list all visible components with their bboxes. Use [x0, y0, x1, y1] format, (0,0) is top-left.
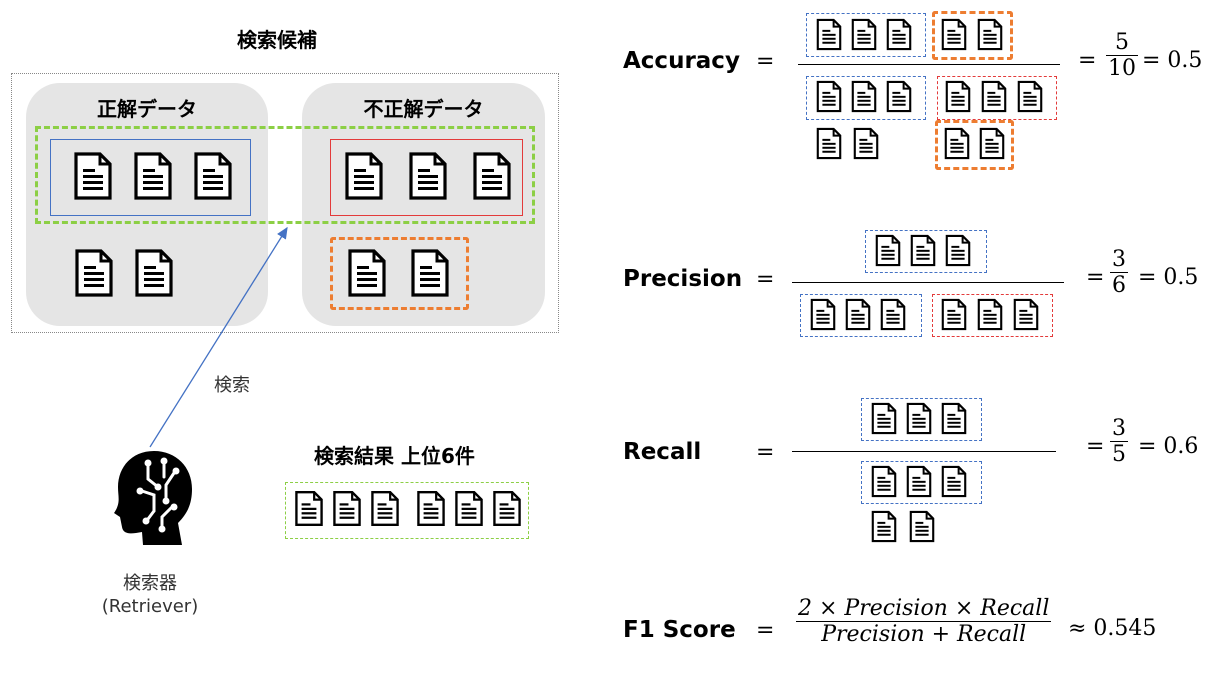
document-icon: [976, 18, 1004, 51]
document-icon: [940, 298, 968, 331]
document-icon: [874, 234, 902, 267]
candidates-frame: [11, 73, 559, 333]
accuracy-equals: =: [756, 49, 775, 74]
document-icon: [815, 18, 843, 51]
accuracy-numerator: 5: [1115, 30, 1129, 55]
accuracy-den-correct-box: [806, 76, 926, 120]
correct-pool-label: 正解データ: [97, 97, 197, 121]
recall-label: Recall: [623, 439, 702, 465]
document-icon: [416, 490, 446, 527]
recall-equals: =: [756, 440, 775, 465]
precision-num-box: [865, 230, 987, 273]
recall-numerator: 3: [1112, 416, 1126, 441]
accuracy-den-incorrect-box: [937, 76, 1057, 120]
f1-denominator: Precision + Recall: [821, 622, 1027, 647]
f1-equals: =: [756, 618, 775, 643]
f1-numerator: 2 × Precision × Recall: [798, 596, 1050, 621]
document-icon: [940, 18, 968, 51]
document-icon: [978, 127, 1006, 160]
recall-value: = 0.6: [1138, 434, 1199, 459]
results-box: [285, 482, 529, 539]
retrieved-set-box: [35, 126, 535, 224]
document-icon: [850, 18, 878, 51]
document-icon: [815, 127, 843, 160]
precision-fraction-bar: [792, 282, 1064, 283]
accuracy-value: = 0.5: [1142, 48, 1203, 73]
retriever-sublabel: (Retriever): [101, 596, 199, 617]
precision-den-incorrect-box: [932, 294, 1053, 337]
document-icon: [940, 402, 968, 435]
search-arrow-label: 検索: [214, 375, 250, 396]
document-icon: [905, 402, 933, 435]
document-icon: [909, 234, 937, 267]
brain-head-icon: [114, 451, 192, 545]
document-icon: [885, 18, 913, 51]
document-icon: [332, 490, 362, 527]
document-icon: [1012, 298, 1040, 331]
precision-label: Precision: [623, 266, 743, 292]
recall-fraction-bar: [792, 451, 1056, 452]
document-icon: [1016, 80, 1044, 113]
document-icon: [370, 490, 400, 527]
document-icon: [905, 465, 933, 498]
document-icon: [870, 465, 898, 498]
f1-value: ≈ 0.545: [1068, 616, 1157, 641]
document-icon: [492, 490, 522, 527]
results-title: 検索結果 上位6件: [314, 444, 475, 468]
precision-denominator: 6: [1112, 273, 1126, 298]
document-icon: [844, 298, 872, 331]
f1-label: F1 Score: [623, 617, 736, 643]
correct-retrieved-box: [50, 139, 251, 216]
document-icon: [870, 402, 898, 435]
document-icon: [879, 298, 907, 331]
precision-den-correct-box: [800, 294, 922, 337]
accuracy-num-correct-box: [806, 13, 926, 57]
document-icon: [908, 510, 936, 543]
retriever-label: 検索器: [123, 573, 177, 594]
accuracy-num-incorrect-box: [932, 11, 1013, 60]
accuracy-denominator: 10: [1108, 56, 1136, 81]
incorrect-retrieved-box: [330, 139, 523, 216]
incorrect-unretrieved-box: [330, 237, 469, 310]
accuracy-fraction-bar: [798, 64, 1060, 65]
accuracy-den-unretrieved-box: [935, 120, 1014, 170]
recall-denominator: 5: [1112, 442, 1126, 467]
document-icon: [944, 80, 972, 113]
precision-equals: =: [756, 267, 775, 292]
accuracy-label: Accuracy: [623, 48, 740, 74]
document-icon: [850, 80, 878, 113]
document-icon: [976, 298, 1004, 331]
document-icon: [943, 127, 971, 160]
document-icon: [885, 80, 913, 113]
document-icon: [940, 465, 968, 498]
document-icon: [870, 510, 898, 543]
document-icon: [454, 490, 484, 527]
document-icon: [809, 298, 837, 331]
precision-numerator: 3: [1112, 247, 1126, 272]
recall-den-box: [861, 461, 982, 504]
document-icon: [852, 127, 880, 160]
candidates-title: 検索候補: [237, 28, 317, 52]
incorrect-pool-label: 不正解データ: [363, 97, 484, 121]
document-icon: [815, 80, 843, 113]
document-icon: [944, 234, 972, 267]
document-icon: [980, 80, 1008, 113]
recall-num-box: [861, 398, 982, 441]
precision-value: = 0.5: [1138, 265, 1199, 290]
document-icon: [294, 490, 324, 527]
